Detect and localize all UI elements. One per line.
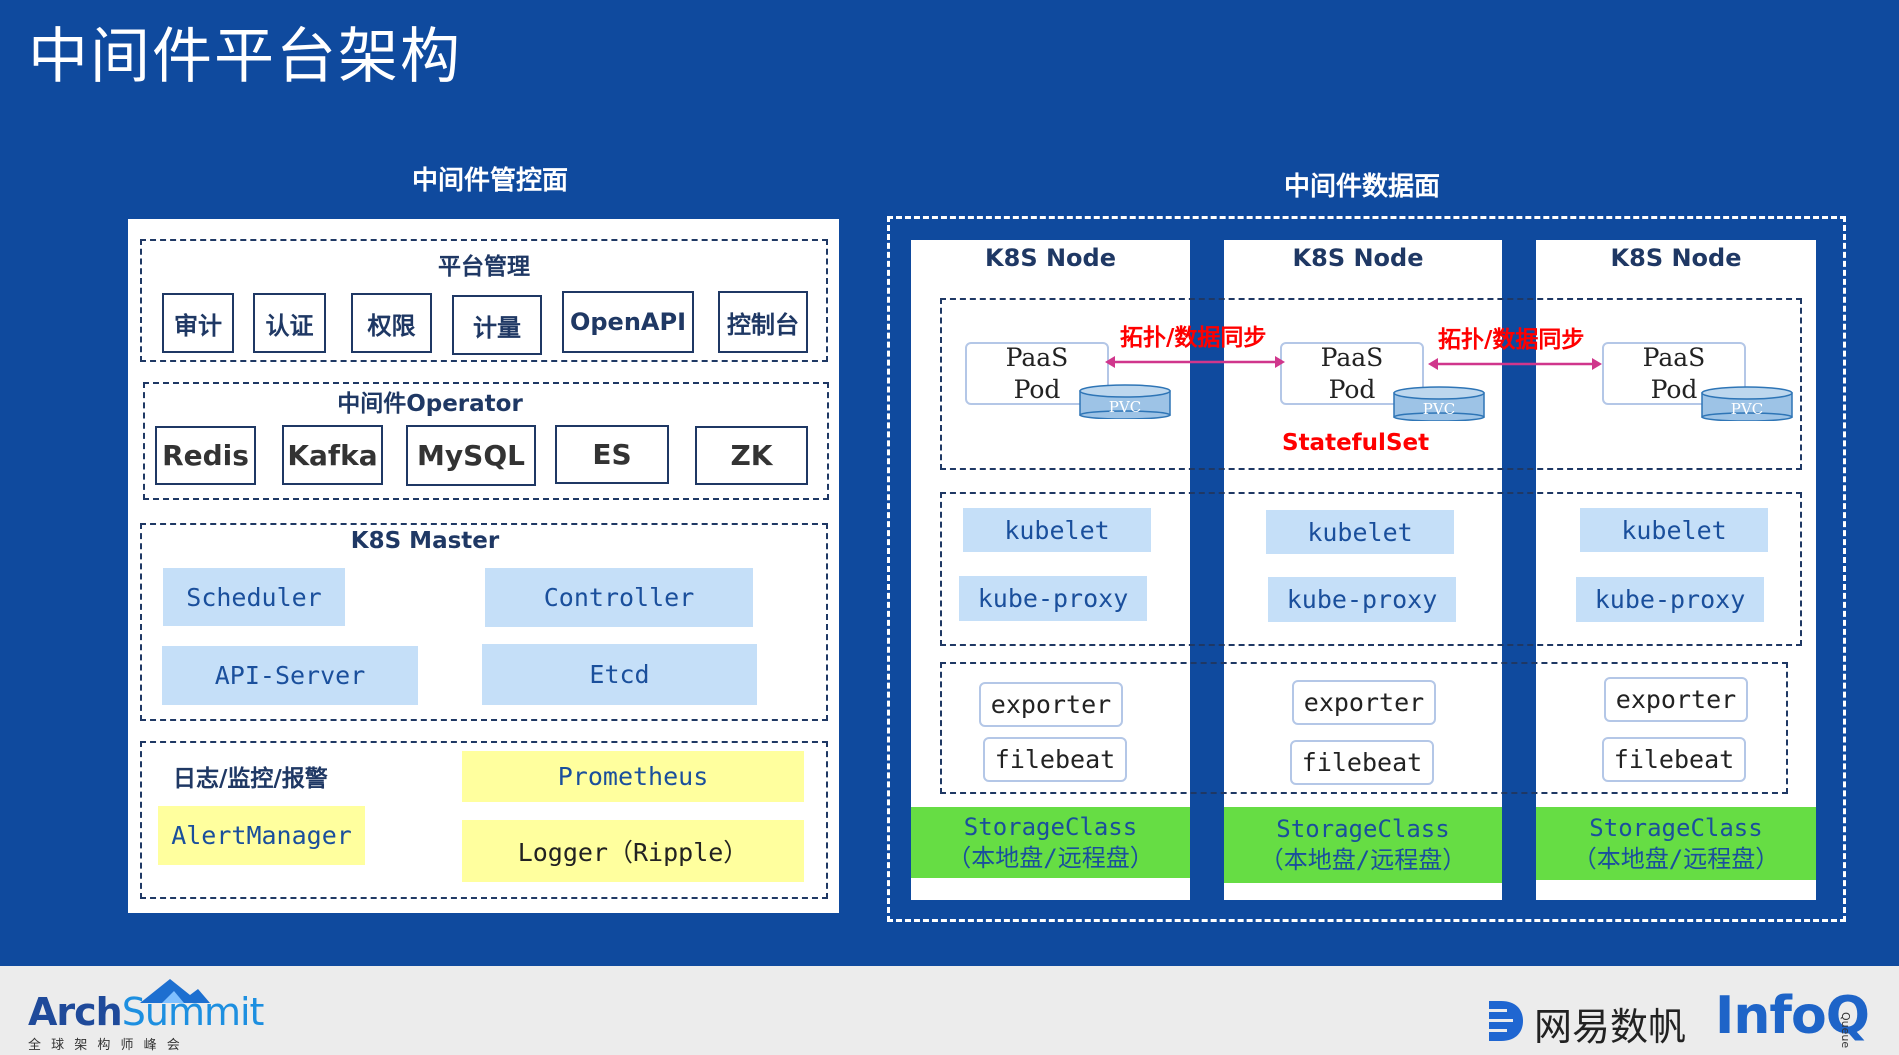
mysql-box: MySQL [406,425,536,486]
exporter-box: exporter [1604,677,1748,722]
pod-label-pod: Pod [1650,374,1698,404]
storageclass-label: StorageClass [1589,813,1763,842]
paas-pod: PaaS Pod [965,342,1109,405]
control-plane-panel: 平台管理 审计 认证 权限 计量 OpenAPI 控制台 中间件Operator… [128,219,839,913]
exporter-box: exporter [979,682,1123,727]
es-box: ES [555,425,669,484]
kubelet-box: kubelet [1266,510,1454,554]
alertmanager-box: AlertManager [158,806,365,865]
kafka-box: Kafka [282,425,383,485]
slide-title: 中间件平台架构 [28,22,462,92]
platform-management-group [140,239,828,362]
api-server-box: API-Server [162,646,418,705]
pod-label-pod: Pod [1328,374,1376,404]
operator-title: 中间件Operator [337,391,523,417]
archsummit-mountain-icon [140,979,210,1003]
kube-proxy-box: kube-proxy [1576,577,1764,622]
platform-management-title: 平台管理 [438,254,530,280]
storageclass-box-3: StorageClass （本地盘/远程盘） [1536,807,1816,880]
pod-label-paas: PaaS [1005,342,1069,372]
infoq-logo: InfoQ [1715,986,1870,1046]
kube-proxy-box: kube-proxy [1268,577,1456,622]
paas-pod: PaaS Pod [1280,342,1424,405]
pod-row-frame [940,298,1802,470]
filebeat-box: filebeat [1290,740,1434,785]
kubelet-box: kubelet [1580,508,1768,552]
exporter-box: exporter [1292,680,1436,725]
sync-label: 拓扑/数据同步 [1438,327,1585,353]
k8s-node-2: K8S Node PaaS Pod StatefulSet kubelet ku… [1224,240,1502,900]
sync-label: 拓扑/数据同步 [1120,325,1267,351]
storageclass-sub: （本地盘/远程盘） [1259,846,1467,874]
kubelet-box: kubelet [963,508,1151,552]
redis-box: Redis [155,426,256,485]
pvc-label: PVC [1422,400,1456,418]
pvc-icon [1701,386,1793,421]
operator-group [143,382,829,500]
logging-group [140,741,828,899]
node-title: K8S Node [1292,244,1424,272]
scheduler-box: Scheduler [163,568,345,626]
control-plane-title: 中间件管控面 [411,166,568,196]
k8s-node-1: K8S Node PaaS Pod kubelet kube-proxy exp… [911,240,1190,900]
auth-box: 认证 [253,293,326,353]
audit-box: 审计 [162,293,234,353]
netease-shufan-logo: 网易数帆 [1534,1005,1687,1049]
k8s-master-title: K8S Master [350,528,500,554]
zk-box: ZK [695,426,808,485]
etcd-box: Etcd [482,644,757,705]
data-plane-title: 中间件数据面 [1283,172,1440,202]
openapi-box: OpenAPI [562,291,694,353]
pod-label-paas: PaaS [1642,342,1706,372]
pvc-icon [1393,386,1485,421]
controller-box: Controller [485,568,753,627]
node-title: K8S Node [1610,244,1742,272]
permission-box: 权限 [351,293,432,353]
node-title: K8S Node [985,244,1116,272]
archsummit-subtitle: 全 球 架 构 师 峰 会 [28,1038,183,1053]
archsummit-logo: ArchSummit [28,990,265,1034]
statefulset-label: StatefulSet [1282,430,1430,456]
footer-bar [0,966,1899,1055]
console-box: 控制台 [718,291,808,353]
k8s-master-group [140,523,828,721]
filebeat-box: filebeat [1602,737,1746,782]
sync-arrow-icon [1428,358,1602,370]
infoq-queue-tag: Queue [1839,1012,1852,1049]
archsummit-logo-arch: Arch [28,990,123,1034]
metering-box: 计量 [452,295,542,355]
data-plane-frame [887,216,1846,922]
storageclass-box-2: StorageClass （本地盘/远程盘） [1224,807,1502,883]
pvc-label: PVC [1108,398,1142,416]
netease-shufan-icon [1489,1001,1523,1041]
filebeat-box: filebeat [983,737,1127,782]
pod-label-paas: PaaS [1320,342,1384,372]
k8s-node-3: K8S Node PaaS Pod kubelet kube-proxy exp… [1536,240,1816,900]
sync-arrow-icon [1105,356,1285,368]
storageclass-sub: （本地盘/远程盘） [947,843,1154,872]
archsummit-logo-summit: Summit [121,990,265,1034]
logging-title: 日志/监控/报警 [173,766,328,792]
kubelet-row-frame [940,492,1802,646]
pvc-label: PVC [1730,400,1764,418]
pvc-icon [1079,384,1171,419]
pod-label-pod: Pod [1013,374,1061,404]
storageclass-label: StorageClass [963,812,1138,841]
agent-row-frame [940,662,1788,794]
kube-proxy-box: kube-proxy [959,576,1147,621]
prometheus-box: Prometheus [462,751,804,802]
logger-box: Logger（Ripple） [462,820,804,882]
storageclass-label: StorageClass [1276,815,1450,843]
storageclass-sub: （本地盘/远程盘） [1572,844,1780,873]
storageclass-box-1: StorageClass （本地盘/远程盘） [911,807,1190,878]
